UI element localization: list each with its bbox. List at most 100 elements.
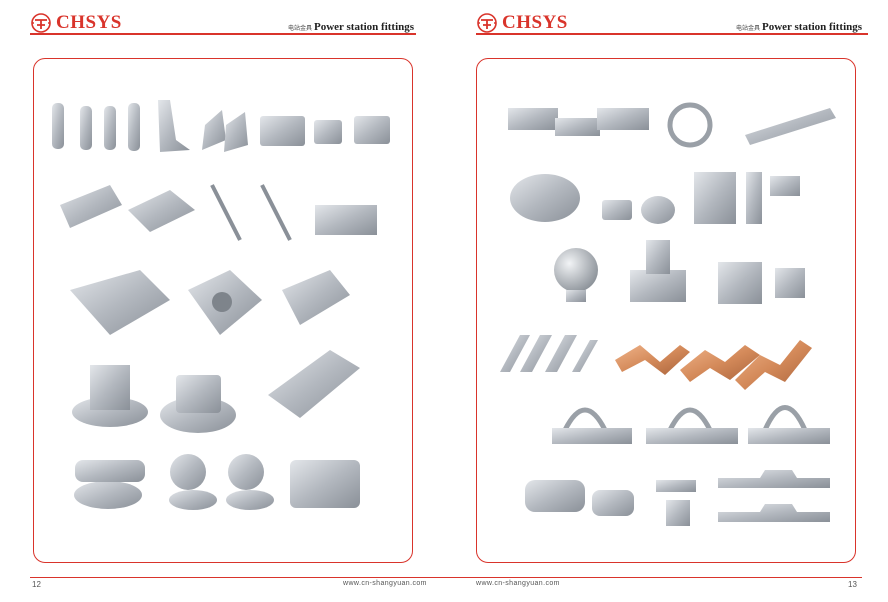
copper-strap-item xyxy=(615,345,690,375)
brand-name: CHSYS xyxy=(56,12,122,33)
ball-base xyxy=(566,290,586,302)
section-title-cn: 电站金具 xyxy=(736,26,761,32)
cap-item xyxy=(602,200,632,220)
busbar-support-item xyxy=(718,504,830,522)
page-number: 13 xyxy=(848,580,857,589)
clamp-item xyxy=(282,270,350,325)
terminal-item xyxy=(718,262,762,304)
plate-item xyxy=(555,118,600,136)
header-rule xyxy=(30,33,416,35)
clamp-item xyxy=(75,460,145,482)
clamp-base xyxy=(748,428,830,444)
clamp-item xyxy=(70,270,170,335)
plate-item xyxy=(597,108,649,130)
clamp-row-2 xyxy=(60,184,377,241)
clamp-row-3 xyxy=(70,270,350,335)
strap-item xyxy=(572,340,598,372)
fitting-row-3 xyxy=(554,240,805,304)
brand-header-right: CHSYS xyxy=(476,12,568,34)
strap-item xyxy=(520,335,552,372)
clamp-item xyxy=(80,106,92,150)
cap-item xyxy=(641,196,675,224)
fitting-row-5 xyxy=(552,405,830,444)
bolt-item xyxy=(210,184,242,241)
footer-rule xyxy=(30,577,444,578)
chsys-logo-icon xyxy=(31,13,51,33)
clamp-item xyxy=(104,106,116,150)
clamp-item xyxy=(354,116,390,144)
u-bolt-item xyxy=(667,407,713,432)
section-title-cn: 电站金具 xyxy=(288,26,313,32)
clamp-item xyxy=(52,103,64,149)
fitting-row-4 xyxy=(500,335,812,390)
bolt-item xyxy=(260,184,292,241)
busbar-support-item xyxy=(718,470,830,488)
clamp-base xyxy=(646,428,738,444)
section-title-en: Power station fittings xyxy=(314,21,415,33)
connector-item xyxy=(525,480,585,512)
connector-item xyxy=(592,490,634,516)
page-number: 12 xyxy=(32,580,41,589)
strap-item xyxy=(500,335,530,372)
clip-item xyxy=(656,480,696,492)
clamp-item xyxy=(314,120,342,144)
ring-clamp-item xyxy=(667,102,713,148)
u-bolt-item xyxy=(562,407,608,432)
clamp-item xyxy=(290,460,360,508)
connector-item xyxy=(60,185,122,228)
brand-name: CHSYS xyxy=(502,12,568,33)
bar-item xyxy=(745,108,836,145)
fitting-row-2 xyxy=(510,172,800,224)
product-frame xyxy=(476,58,856,563)
clamp-item xyxy=(176,375,221,413)
connector-item xyxy=(128,190,195,232)
product-frame xyxy=(33,58,413,563)
terminal-item xyxy=(694,172,736,224)
flange-item xyxy=(510,174,580,222)
clamp-item xyxy=(260,116,305,146)
ring-item xyxy=(170,454,206,490)
clamp-arm-item xyxy=(268,350,360,418)
clip-item xyxy=(666,500,690,526)
clamp-row-4 xyxy=(72,350,360,433)
website-url: www.cn-shangyuan.com xyxy=(476,580,560,587)
bracket-item xyxy=(202,110,226,150)
flange-base xyxy=(169,490,217,510)
terminal-item xyxy=(775,268,805,298)
ring-item xyxy=(228,454,264,490)
bracket-item xyxy=(224,112,248,152)
plate-item xyxy=(508,108,558,130)
bracket-item xyxy=(646,240,670,274)
section-title-en: Power station fittings xyxy=(762,21,863,33)
ball-item xyxy=(554,248,598,292)
clamp-base xyxy=(552,428,632,444)
brand-header-left: CHSYS xyxy=(30,12,122,34)
bracket-item xyxy=(158,100,190,152)
clamp-item xyxy=(128,103,140,151)
flange-base xyxy=(74,481,142,509)
flange-base xyxy=(226,490,274,510)
copper-strap-item xyxy=(680,345,760,382)
tube-item xyxy=(90,365,130,410)
fitting-row-1 xyxy=(508,102,836,148)
copper-strap-item xyxy=(735,340,812,390)
support-item xyxy=(315,205,377,235)
u-bolt-item xyxy=(762,405,808,432)
fitting-row-6 xyxy=(525,470,830,526)
website-url: www.cn-shangyuan.com xyxy=(343,580,427,587)
clamp-row-5 xyxy=(74,454,360,510)
bracket-item xyxy=(630,270,686,302)
clamp-item xyxy=(770,176,800,196)
strap-item xyxy=(545,335,577,372)
terminal-item xyxy=(746,172,762,224)
clamp-row-1 xyxy=(52,100,390,152)
flange-hole xyxy=(212,292,232,312)
footer-rule xyxy=(444,577,862,578)
header-rule xyxy=(476,33,868,35)
chsys-logo-icon xyxy=(477,13,497,33)
